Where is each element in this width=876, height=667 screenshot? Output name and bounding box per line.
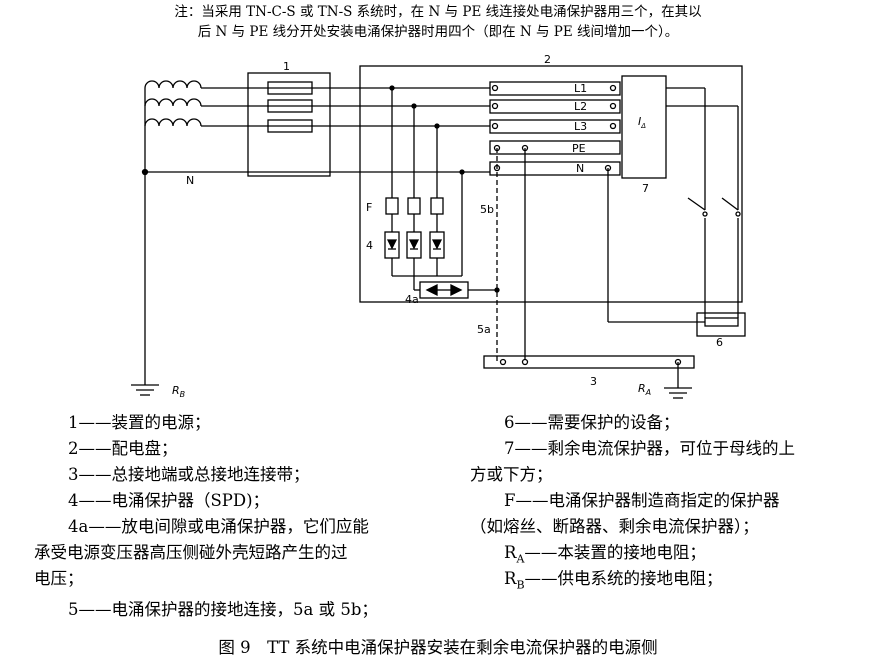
label-5a: 5a [477, 323, 491, 336]
label-7: 7 [642, 182, 649, 195]
legend-item-4a: 4a——放电间隙或电涌保护器，它们应能 [68, 517, 369, 536]
figure-caption: 图 9 TT 系统中电涌保护器安装在剩余电流保护器的电源侧 [218, 638, 658, 657]
label-4a: 4a [405, 293, 419, 306]
phase-lines [145, 87, 490, 173]
legend-item-f: F——电涌保护器制造商指定的保护器 [504, 491, 780, 510]
label-5b: 5b [480, 203, 494, 216]
label-1: 1 [283, 60, 290, 73]
note-line-1: 注：当采用 TN-C-S 或 TN-S 系统时，在 N 与 PE 线连接处电涌保… [174, 4, 702, 20]
legend-item-7: 7——剩余电流保护器，可位于母线的上 [504, 439, 795, 458]
spd-fuses-f [385, 197, 444, 232]
label-l1: L1 [574, 82, 587, 95]
equipment-6 [696, 312, 746, 337]
label-rb: RB [172, 384, 185, 399]
legend-item-1: 1——装置的电源； [68, 413, 211, 432]
label-l3: L3 [574, 120, 587, 133]
box-2-distribution-board [359, 65, 743, 303]
legend-item-2: 2——配电盘； [68, 439, 178, 458]
busbar-terminals [491, 84, 617, 172]
label-f: F [366, 201, 372, 214]
label-ra: RA [638, 382, 651, 397]
label-idelta: IΔ [638, 115, 646, 130]
equipment-6-inner [704, 317, 739, 327]
label-n-bus: N [576, 162, 584, 175]
fuse-l1 [267, 81, 313, 95]
rcd-7 [621, 75, 667, 179]
n-junction-dot [141, 168, 149, 176]
legend-item-ra: RA——本装置的接地电阻； [504, 543, 706, 566]
spark-gap-4a [413, 276, 497, 299]
earth-rb [131, 384, 159, 396]
legend-item-4: 4——电涌保护器（SPD)； [68, 491, 270, 510]
box-1-power-source [247, 72, 331, 177]
fuse-l3 [267, 119, 313, 133]
wiring-diagram: 1 2 3 4 F 4a 5a 5b 6 7 N L1 L2 L3 PE N I… [131, 53, 746, 399]
legend-item-6: 6——需要保护的设备； [504, 413, 680, 432]
busbars [489, 81, 621, 176]
label-3: 3 [590, 375, 597, 388]
earth-ra [664, 387, 692, 399]
label-pe: PE [572, 142, 586, 155]
earthing-connections-5 [496, 148, 526, 362]
main-earthing-terminal-3 [483, 355, 695, 369]
fuse-l2 [267, 99, 313, 113]
note-line-2: 后 N 与 PE 线分开处安装电涌保护器时用四个（即在 N 与 PE 线间增加一… [197, 24, 679, 40]
legend-item-7-cont: 方或下方； [470, 465, 553, 484]
legend-item-4a-cont: 承受电源变压器高压侧碰外壳短路产生的过 [34, 543, 348, 562]
load-switches [687, 197, 741, 318]
spd-4 [384, 231, 445, 277]
label-2: 2 [544, 53, 551, 66]
label-4: 4 [366, 239, 373, 252]
label-l2: L2 [574, 100, 587, 113]
legend-item-rb: RB——供电系统的接地电阻； [504, 569, 723, 592]
spd-feed-lines [391, 88, 438, 198]
supply-coils [144, 80, 202, 385]
label-n-supply: N [186, 174, 194, 187]
label-6: 6 [716, 336, 723, 349]
legend-item-f-cont: （如熔丝、断路器、剩余电流保护器）； [470, 517, 759, 536]
legend-item-3: 3——总接地端或总接地连接带； [68, 465, 310, 484]
legend-item-4a-end: 电压； [34, 569, 84, 588]
legend-item-5: 5——电涌保护器的接地连接，5a 或 5b； [68, 600, 378, 619]
